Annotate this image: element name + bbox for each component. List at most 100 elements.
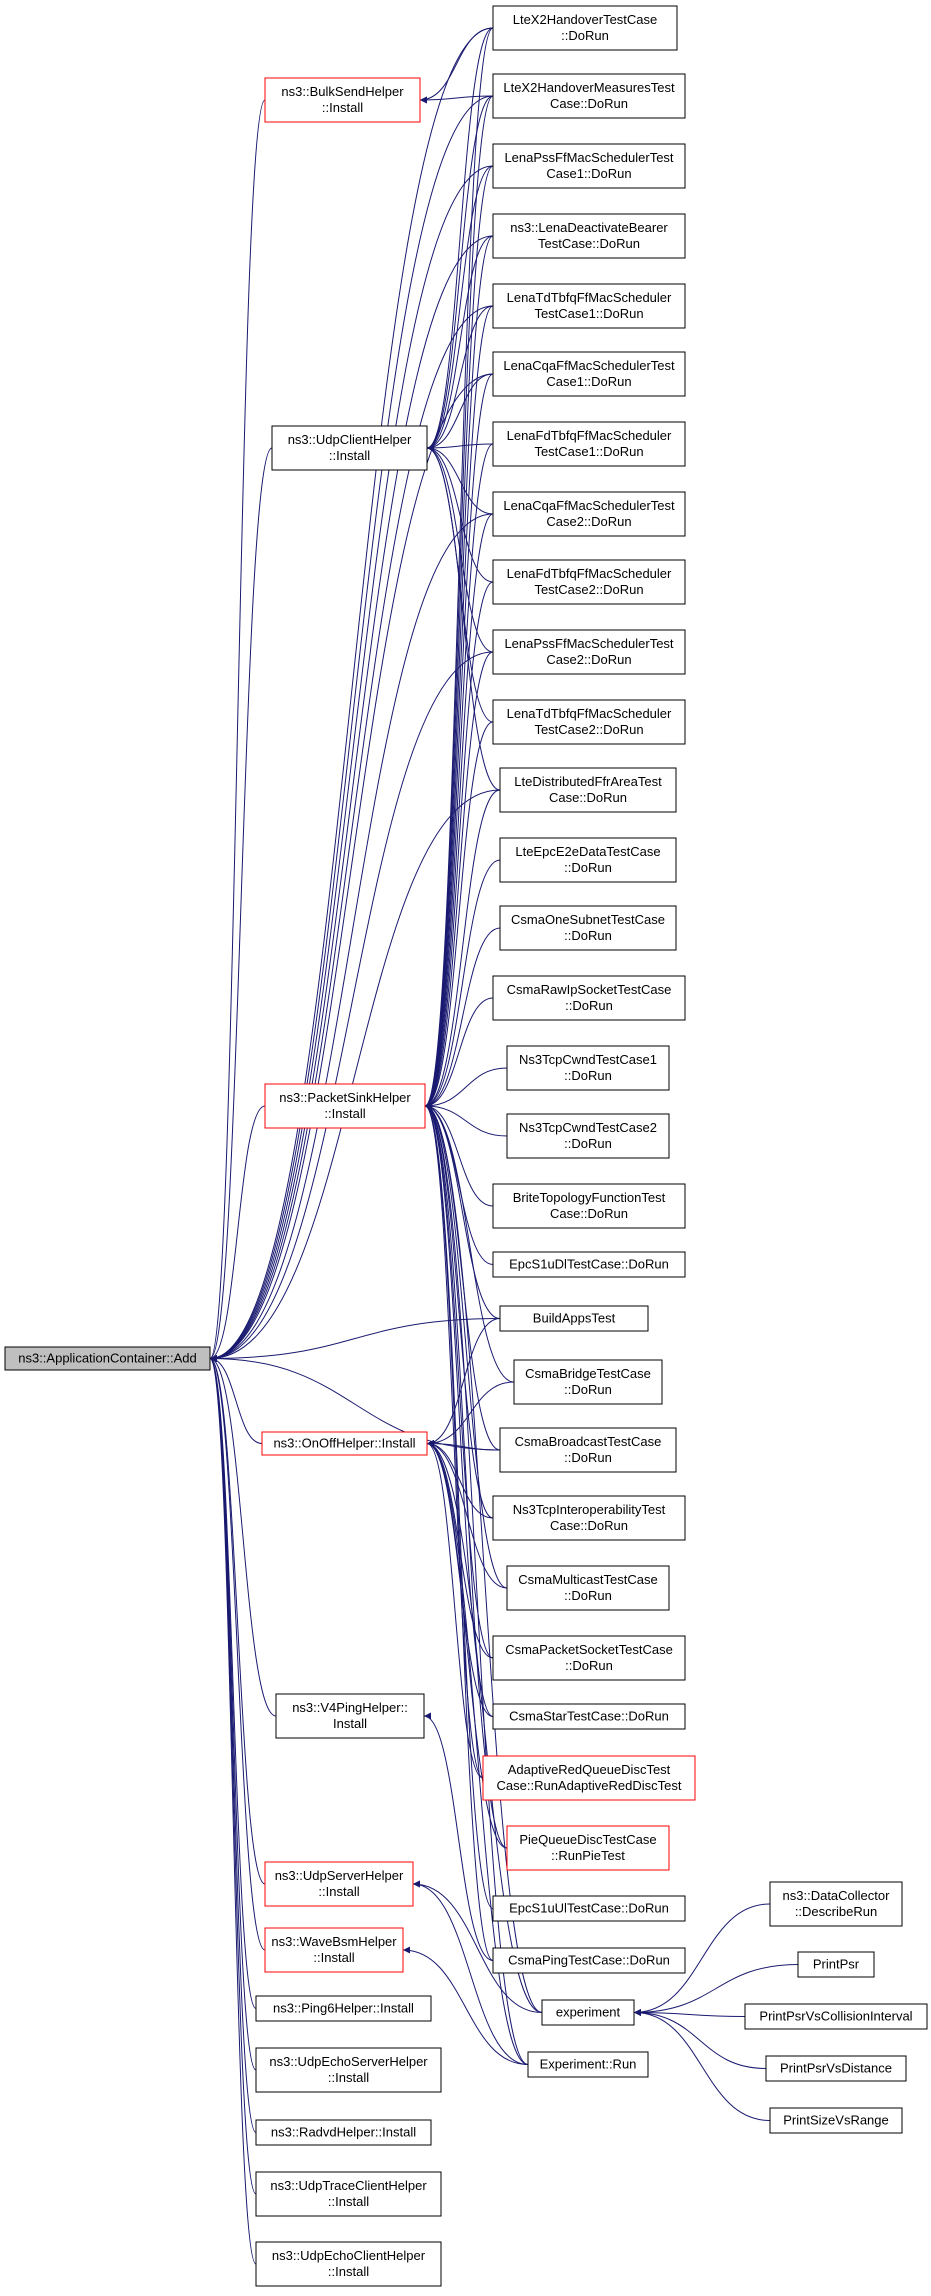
- node-udpechoserver[interactable]: ns3::UdpEchoServerHelper::Install: [255, 2047, 442, 2093]
- node-box-lenadeact[interactable]: [492, 213, 686, 259]
- node-box-printpsr[interactable]: [797, 1951, 875, 1978]
- node-box-ping6[interactable]: [255, 1995, 432, 2022]
- node-csmastar[interactable]: CsmaStarTestCase::DoRun: [492, 1703, 686, 1730]
- node-radvd[interactable]: ns3::RadvdHelper::Install: [255, 2119, 432, 2146]
- node-root[interactable]: ns3::ApplicationContainer::Add: [4, 1346, 211, 1371]
- node-csmarawip[interactable]: CsmaRawIpSocketTestCase::DoRun: [492, 975, 686, 1021]
- node-box-printpsrdist[interactable]: [765, 2055, 907, 2082]
- node-udpclient[interactable]: ns3::UdpClientHelper::Install: [271, 425, 428, 471]
- node-wavebsm[interactable]: ns3::WaveBsmHelper::Install: [264, 1927, 404, 1973]
- node-box-csmaone[interactable]: [499, 905, 677, 951]
- node-onoff[interactable]: ns3::OnOffHelper::Install: [261, 1431, 428, 1456]
- node-csmabroadcast[interactable]: CsmaBroadcastTestCase::DoRun: [499, 1427, 677, 1473]
- node-csmaping[interactable]: CsmaPingTestCase::DoRun: [492, 1947, 686, 1974]
- node-box-lenapss1[interactable]: [492, 143, 686, 189]
- node-bulk[interactable]: ns3::BulkSendHelper::Install: [264, 77, 421, 123]
- node-adaptivered[interactable]: AdaptiveRedQueueDiscTestCase::RunAdaptiv…: [482, 1755, 696, 1801]
- node-box-csmastar[interactable]: [492, 1703, 686, 1730]
- node-box-ltex2ho[interactable]: [492, 5, 678, 51]
- node-box-bulk[interactable]: [264, 77, 421, 123]
- node-experimentrun[interactable]: Experiment::Run: [527, 2051, 649, 2078]
- node-box-lenatdtbfq1[interactable]: [492, 283, 686, 329]
- node-experiment[interactable]: experiment: [541, 1999, 635, 2026]
- node-box-printsize[interactable]: [769, 2107, 903, 2134]
- node-box-piequeue[interactable]: [506, 1825, 670, 1871]
- node-udpechoclient[interactable]: ns3::UdpEchoClientHelper::Install: [255, 2241, 442, 2287]
- node-box-lenapss2[interactable]: [492, 629, 686, 675]
- node-box-adaptivered[interactable]: [482, 1755, 696, 1801]
- node-box-lenacqa1[interactable]: [492, 351, 686, 397]
- node-box-experiment[interactable]: [541, 1999, 635, 2026]
- node-box-ns3tcpcwnd2[interactable]: [506, 1113, 670, 1159]
- node-ping6[interactable]: ns3::Ping6Helper::Install: [255, 1995, 432, 2022]
- node-box-csmamulticast[interactable]: [506, 1565, 670, 1611]
- node-datacollector[interactable]: ns3::DataCollector::DescribeRun: [769, 1881, 903, 1927]
- node-box-lenafdtbfq1[interactable]: [492, 421, 686, 467]
- node-box-ns3tcpcwnd1[interactable]: [506, 1045, 670, 1091]
- node-ns3tcpcwnd1[interactable]: Ns3TcpCwndTestCase1::DoRun: [506, 1045, 670, 1091]
- node-buildapps[interactable]: BuildAppsTest: [499, 1305, 649, 1332]
- node-box-root[interactable]: [4, 1346, 211, 1371]
- node-lteepce2e[interactable]: LteEpcE2eDataTestCase::DoRun: [499, 837, 677, 883]
- node-box-epcs1udl[interactable]: [492, 1251, 686, 1278]
- node-epcs1uul[interactable]: EpcS1uUlTestCase::DoRun: [492, 1895, 686, 1922]
- node-box-ltedistffr[interactable]: [499, 767, 677, 813]
- node-box-udptrace[interactable]: [255, 2171, 442, 2217]
- node-box-csmabridge[interactable]: [513, 1359, 663, 1405]
- node-box-buildapps[interactable]: [499, 1305, 649, 1332]
- node-csmaone[interactable]: CsmaOneSubnetTestCase::DoRun: [499, 905, 677, 951]
- node-ltex2ho[interactable]: LteX2HandoverTestCase::DoRun: [492, 5, 678, 51]
- node-udptrace[interactable]: ns3::UdpTraceClientHelper::Install: [255, 2171, 442, 2217]
- node-box-onoff[interactable]: [261, 1431, 428, 1456]
- node-v4ping[interactable]: ns3::V4PingHelper::Install: [275, 1693, 425, 1739]
- node-piequeue[interactable]: PieQueueDiscTestCase::RunPieTest: [506, 1825, 670, 1871]
- node-csmabridge[interactable]: CsmaBridgeTestCase::DoRun: [513, 1359, 663, 1405]
- node-box-lenatdtbfq2[interactable]: [492, 699, 686, 745]
- node-udpserver[interactable]: ns3::UdpServerHelper::Install: [264, 1861, 414, 1907]
- node-csmapacket[interactable]: CsmaPacketSocketTestCase::DoRun: [492, 1635, 686, 1681]
- node-box-packetsink[interactable]: [264, 1083, 426, 1129]
- node-box-ltex2hom[interactable]: [492, 73, 686, 119]
- node-box-wavebsm[interactable]: [264, 1927, 404, 1973]
- node-box-lenafdtbfq2[interactable]: [492, 559, 686, 605]
- node-ns3tcpcwnd2[interactable]: Ns3TcpCwndTestCase2::DoRun: [506, 1113, 670, 1159]
- node-printpsrdist[interactable]: PrintPsrVsDistance: [765, 2055, 907, 2082]
- node-box-ns3tcpinterop[interactable]: [492, 1495, 686, 1541]
- node-printpsrci[interactable]: PrintPsrVsCollisionInterval: [744, 2003, 928, 2030]
- node-csmamulticast[interactable]: CsmaMulticastTestCase::DoRun: [506, 1565, 670, 1611]
- node-packetsink[interactable]: ns3::PacketSinkHelper::Install: [264, 1083, 426, 1129]
- node-epcs1udl[interactable]: EpcS1uDlTestCase::DoRun: [492, 1251, 686, 1278]
- node-box-lteepce2e[interactable]: [499, 837, 677, 883]
- node-box-datacollector[interactable]: [769, 1881, 903, 1927]
- node-box-udpclient[interactable]: [271, 425, 428, 471]
- node-box-v4ping[interactable]: [275, 1693, 425, 1739]
- node-box-brite[interactable]: [492, 1183, 686, 1229]
- node-box-csmabroadcast[interactable]: [499, 1427, 677, 1473]
- node-box-csmarawip[interactable]: [492, 975, 686, 1021]
- node-box-udpechoserver[interactable]: [255, 2047, 442, 2093]
- node-box-printpsrci[interactable]: [744, 2003, 928, 2030]
- node-box-epcs1uul[interactable]: [492, 1895, 686, 1922]
- node-box-radvd[interactable]: [255, 2119, 432, 2146]
- node-box-udpserver[interactable]: [264, 1861, 414, 1907]
- node-box-experimentrun[interactable]: [527, 2051, 649, 2078]
- node-box-udpechoclient[interactable]: [255, 2241, 442, 2287]
- node-box-lenacqa2[interactable]: [492, 491, 686, 537]
- node-box-csmaping[interactable]: [492, 1947, 686, 1974]
- node-box-csmapacket[interactable]: [492, 1635, 686, 1681]
- node-printpsr[interactable]: PrintPsr: [797, 1951, 875, 1978]
- node-printsize[interactable]: PrintSizeVsRange: [769, 2107, 903, 2134]
